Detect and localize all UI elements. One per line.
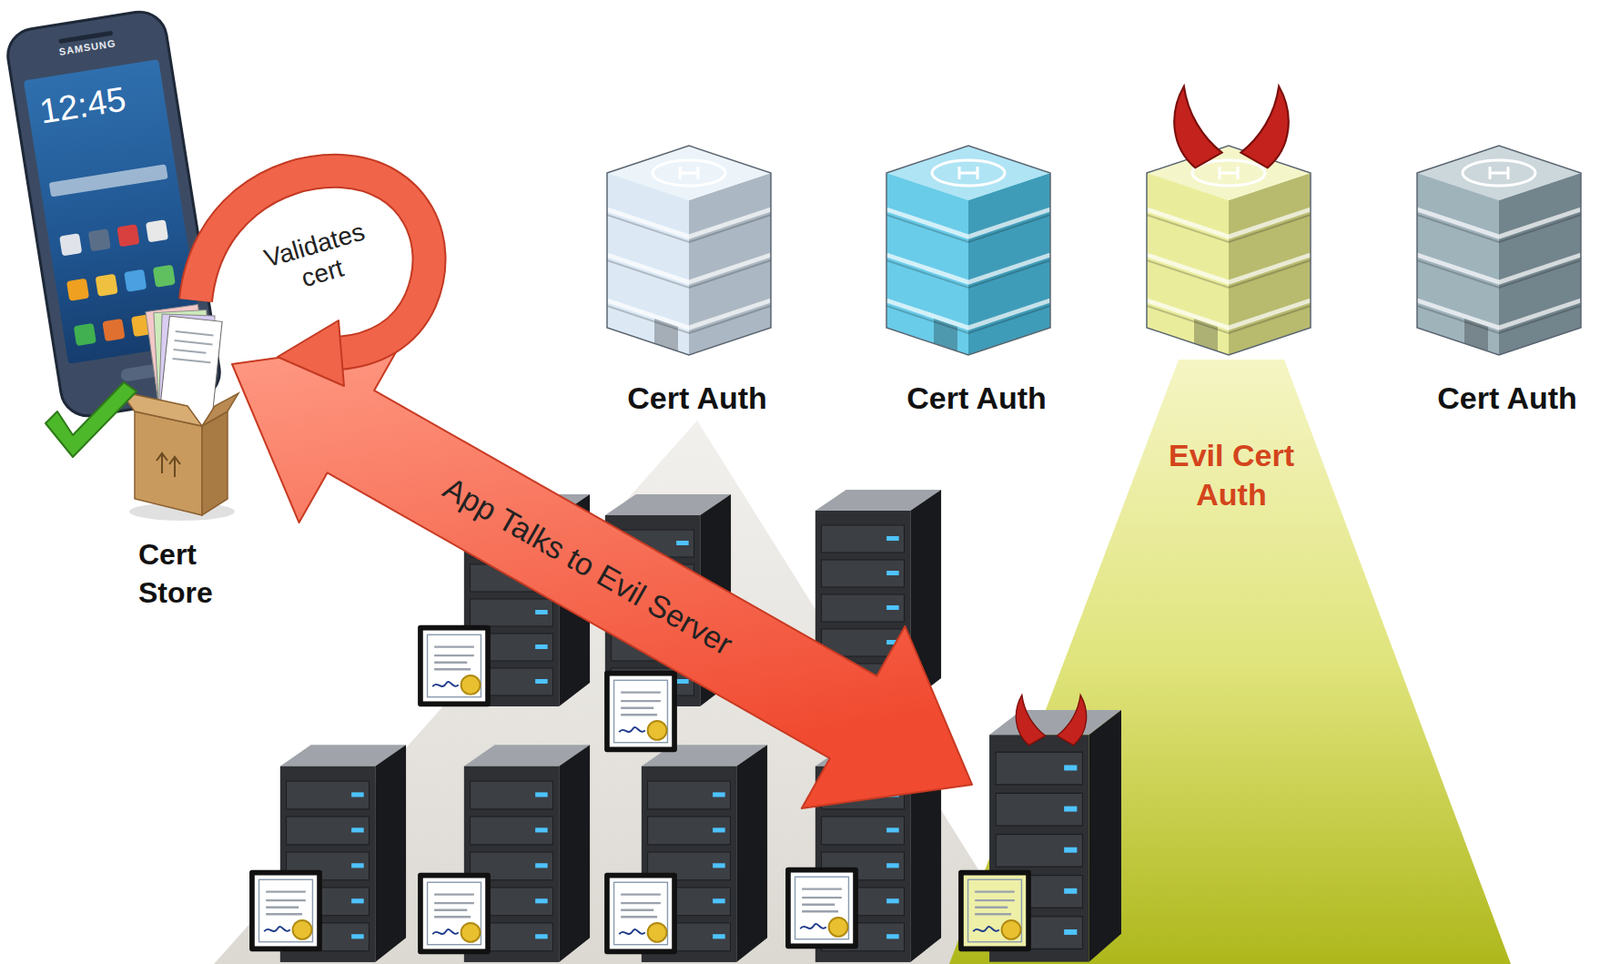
servers <box>280 489 1122 963</box>
node-text: Cert Auth <box>906 380 1047 416</box>
talk-arrow <box>232 340 973 809</box>
cert-store-label: Cert Store <box>136 535 215 612</box>
devil-horns <box>1174 86 1289 169</box>
cert-authority-buildings <box>607 86 1581 355</box>
evil-building <box>1146 145 1311 355</box>
evil-authority-region: Evil Cert Auth <box>1151 434 1312 517</box>
building <box>886 145 1051 355</box>
authority-label: Cert Auth <box>621 378 773 418</box>
evil-certificate <box>958 870 1032 952</box>
authority-label: Cert Auth <box>1431 378 1583 418</box>
phone-brand: SAMSUNG <box>58 37 117 58</box>
evil-trust-cone <box>949 359 1511 964</box>
certificate <box>604 872 678 954</box>
certificate <box>604 670 678 752</box>
phone-clock: 12:45 <box>37 79 130 132</box>
certificate <box>785 867 859 949</box>
node-text: Cert Auth <box>627 380 768 416</box>
building <box>1417 145 1581 355</box>
node-text: Evil Cert Auth <box>1156 435 1307 515</box>
node-text: Cert Auth <box>1437 380 1578 416</box>
building <box>607 145 771 355</box>
arrow-label: Validates cert <box>251 214 385 305</box>
authority-label: Cert Auth <box>901 378 1053 418</box>
certificate <box>417 872 491 954</box>
cert-store-box <box>120 304 239 521</box>
certificate <box>249 870 323 952</box>
check-mark <box>45 382 137 457</box>
validate-arrow <box>195 171 430 386</box>
arrow-label: App Talks to Evil Server <box>437 470 740 663</box>
node-text: Cert Store <box>138 535 213 612</box>
certificate <box>417 625 491 707</box>
devil-horns <box>1015 694 1086 745</box>
